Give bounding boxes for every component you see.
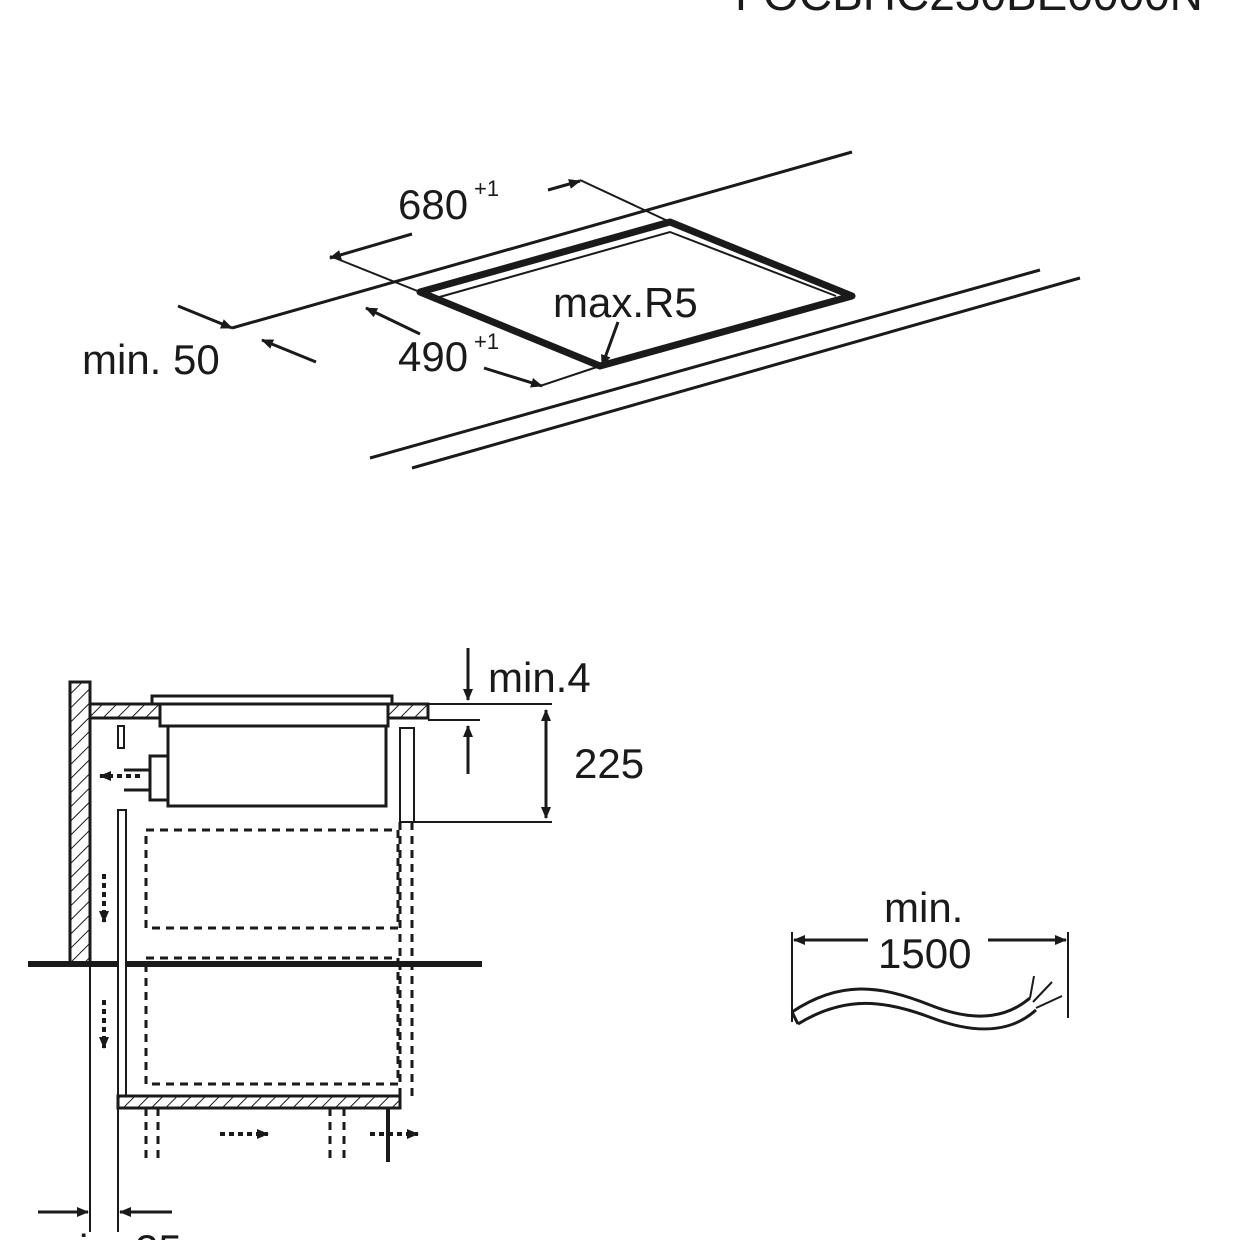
gap-top-label: min.4	[488, 654, 591, 701]
dim-680-arrow-right	[547, 179, 581, 192]
cabinet-front-panel	[399, 727, 415, 823]
worktop-back-edge	[231, 150, 853, 330]
wall	[68, 680, 92, 966]
cutout-perspective: 680 +1 490 +1 max.R5 min. 50	[82, 150, 1081, 470]
drawer-upper	[144, 828, 400, 930]
section-view: min.4 225 min. 25	[28, 648, 644, 1240]
dim-680-tolerance: +1	[474, 176, 499, 201]
edge-distance-label: min. 50	[82, 336, 220, 383]
dim-680-ext-right	[579, 179, 671, 223]
worktop-front-edge-1	[369, 268, 1041, 460]
cable-length-label-2: 1500	[878, 930, 971, 977]
dim-490-arrow-top	[365, 306, 421, 336]
depth-below-label: 225	[574, 740, 644, 787]
worktop-section-left	[88, 702, 162, 720]
wall-distance-label: min. 25	[44, 1226, 182, 1240]
model-code-text: FOCBHC230BE0000N	[735, 0, 1203, 20]
power-cable-2	[797, 1001, 1038, 1031]
cutout-opening	[416, 218, 856, 370]
exhaust-nozzle	[148, 754, 170, 802]
cable-length-label-1: min.	[884, 884, 963, 931]
dim-50-arrow-top	[177, 304, 233, 330]
dim-680-ext-left	[329, 255, 421, 293]
cabinet-side-left-upper	[117, 725, 125, 749]
cable-wires-icon	[1029, 975, 1063, 1009]
hob-body	[166, 724, 388, 808]
cable-end-cap	[790, 1011, 800, 1025]
cabinet-back-panel	[117, 809, 127, 1097]
worktop-section-right	[386, 702, 430, 720]
power-cable	[791, 987, 1031, 1018]
dim-680-value: 680	[398, 181, 468, 228]
corner-radius-label: max.R5	[553, 279, 698, 326]
cable-length-diagram: min. 1500	[790, 884, 1069, 1031]
dim-490-tolerance: +1	[474, 329, 499, 354]
drawer-lower	[144, 956, 400, 1086]
cutout-inner-edge	[435, 230, 837, 299]
cabinet-bottom	[116, 1094, 402, 1110]
corner-radius-leader	[600, 321, 620, 367]
dim-490-ext	[539, 365, 601, 387]
dim-50-arrow-bottom	[261, 338, 317, 364]
dim-680-arrow-left	[329, 232, 413, 260]
hob-frame	[158, 702, 390, 728]
dim-490-arrow-bottom	[483, 366, 543, 388]
worktop-front-edge-2	[411, 276, 1081, 470]
dim-490-value: 490	[398, 333, 468, 380]
